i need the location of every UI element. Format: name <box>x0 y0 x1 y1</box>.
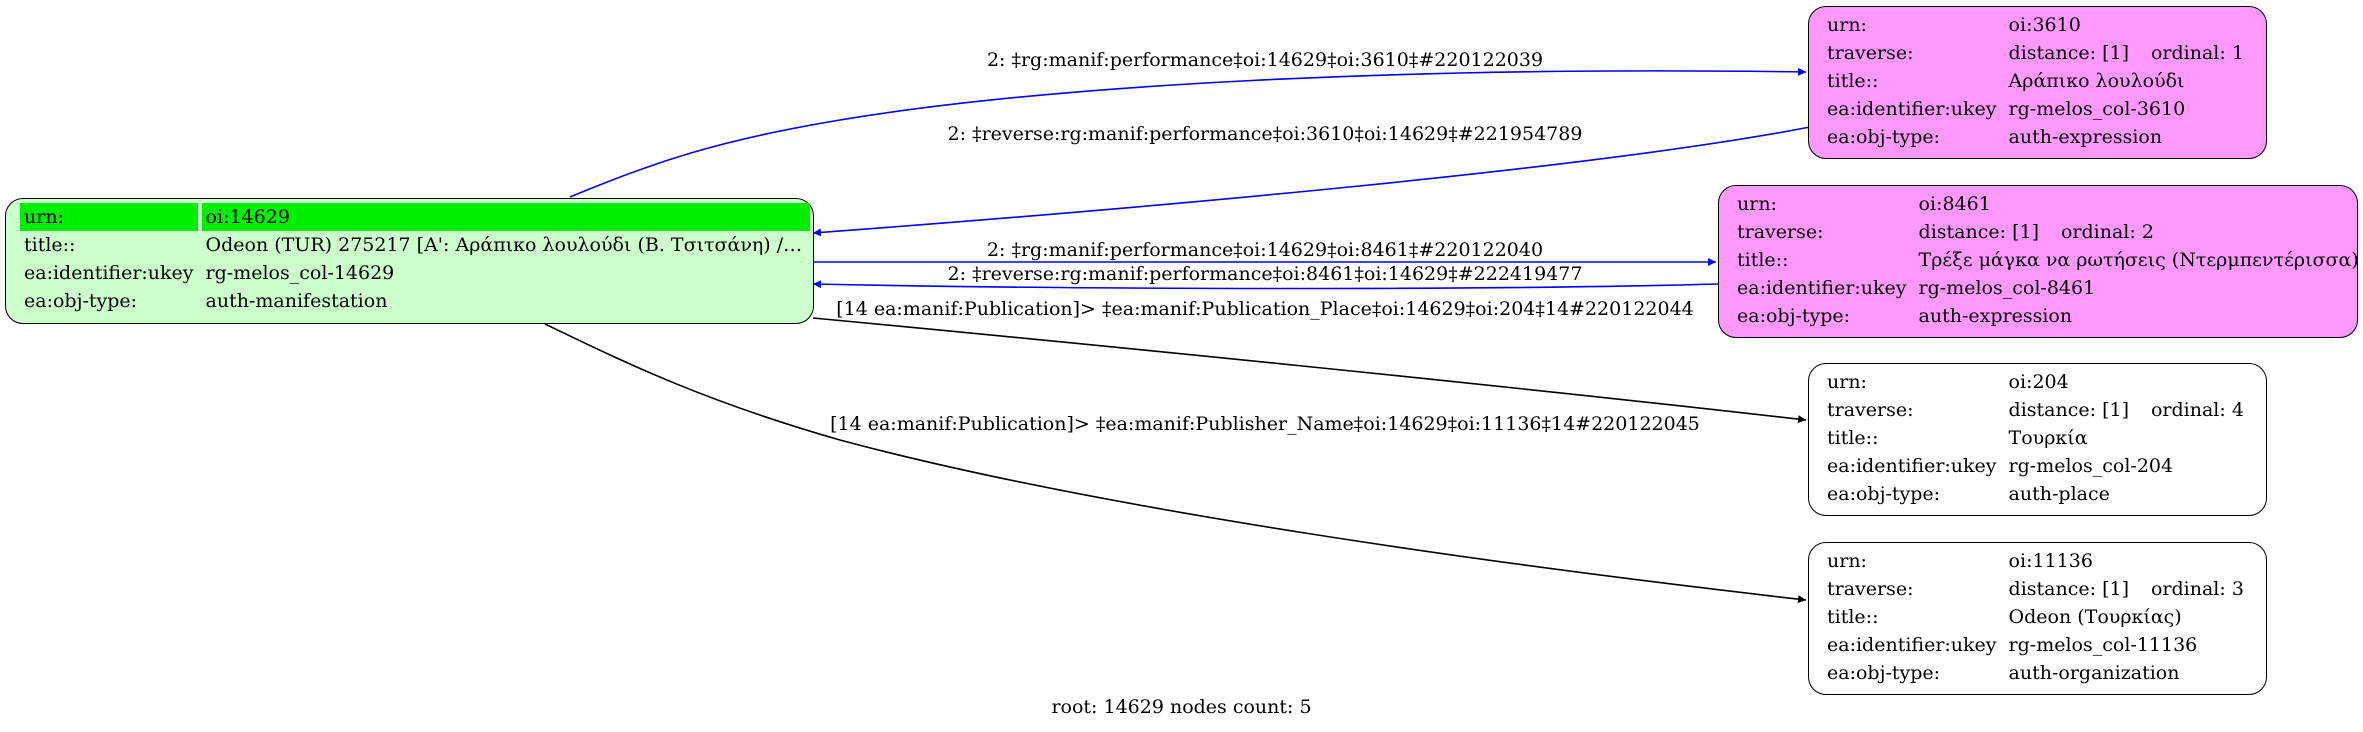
node-title-key: title:: <box>1737 249 1789 271</box>
node-title-key: title:: <box>1827 606 1879 628</box>
node-ukey-key: ea:identifier:ukey <box>1737 277 1907 299</box>
graph-footer: root: 14629 nodes count: 5 <box>1051 696 1312 718</box>
node-ordinal: ordinal: 2 <box>2060 221 2154 243</box>
node-ukey-value: rg-melos_col-11136 <box>2008 634 2198 656</box>
edge-line-reverse-8461 <box>812 280 1719 290</box>
node-ukey-value: rg-melos_col-8461 <box>1918 277 2096 299</box>
root-urn-value: oi:14629 <box>201 203 810 231</box>
node-traverse-key: traverse: <box>1737 221 1824 243</box>
node-urn-value: oi:11136 <box>2008 550 2093 572</box>
node-type-value: auth-expression <box>1918 305 2073 327</box>
root-type-key: ea:obj-type: <box>24 290 138 312</box>
node-oi-3610[interactable]: urn: oi:3610 traverse: distance: [1] ordina… <box>1808 6 2267 159</box>
node-urn-value: oi:204 <box>2008 371 2069 393</box>
node-type-key: ea:obj-type: <box>1827 126 1941 148</box>
root-title-key: title:: <box>24 234 76 256</box>
node-ukey-key: ea:identifier:ukey <box>1827 455 1997 477</box>
edge-line-performance-3610 <box>569 67 1807 198</box>
node-title-value: Τρέξε μάγκα να ρωτήσεις (Ντερμπεντέρισσα… <box>1918 249 2359 271</box>
edge-label-reverse-3610: 2: ‡reverse:rg:manif:performance‡oi:3610… <box>948 123 1583 145</box>
root-type-value: auth-manifestation <box>205 290 388 312</box>
edge-label-reverse-8461: 2: ‡reverse:rg:manif:performance‡oi:8461… <box>948 263 1583 285</box>
node-title-key: title:: <box>1827 70 1879 92</box>
edge-label-performance-3610: 2: ‡rg:manif:performance‡oi:14629‡oi:361… <box>987 49 1543 71</box>
node-ukey-value: rg-melos_col-3610 <box>2008 98 2186 120</box>
node-traverse-key: traverse: <box>1827 578 1914 600</box>
node-distance: distance: [1] <box>2008 578 2129 600</box>
root-ukey-key: ea:identifier:ukey <box>24 262 194 284</box>
node-distance: distance: [1] <box>2008 42 2129 64</box>
node-urn-key: urn: <box>1827 14 1867 36</box>
root-urn-row: urn: oi:14629 <box>20 203 810 231</box>
edge-line-reverse-3610 <box>812 126 1811 237</box>
node-oi-204[interactable]: urn: oi:204 traverse: distance: [1] ordinal… <box>1808 363 2267 516</box>
node-urn-key: urn: <box>1737 193 1777 215</box>
node-distance: distance: [1] <box>2008 399 2129 421</box>
node-title-value: Τουρκία <box>2008 427 2088 449</box>
node-urn-value: oi:3610 <box>2008 14 2081 36</box>
edge-label-performance-8461: 2: ‡rg:manif:performance‡oi:14629‡oi:846… <box>987 239 1543 261</box>
root-title-value: Odeon (TUR) 275217 [A': Αράπικο λουλούδι… <box>205 234 806 256</box>
node-type-value: auth-organization <box>2008 662 2180 684</box>
node-title-value: Odeon (Τουρκίας) <box>2008 606 2182 628</box>
node-ukey-key: ea:identifier:ukey <box>1827 634 1997 656</box>
node-type-value: auth-expression <box>2008 126 2163 148</box>
node-urn-key: urn: <box>1827 550 1867 572</box>
edge-label-publisher-name: [14 ea:manif:Publication]> ‡ea:manif:Pub… <box>830 413 1700 435</box>
root-urn-key: urn: <box>20 203 198 231</box>
node-urn-value: oi:8461 <box>1918 193 1991 215</box>
node-traverse-key: traverse: <box>1827 42 1914 64</box>
node-distance: distance: [1] <box>1918 221 2039 243</box>
node-title-key: title:: <box>1827 427 1879 449</box>
node-type-key: ea:obj-type: <box>1737 305 1851 327</box>
edge-line-publication-place <box>812 317 1807 424</box>
node-ordinal: ordinal: 3 <box>2150 578 2244 600</box>
node-title-value: Αράπικο λουλούδι <box>2008 70 2185 92</box>
edge-line-publisher-name <box>544 323 1807 604</box>
node-traverse-key: traverse: <box>1827 399 1914 421</box>
node-ukey-key: ea:identifier:ukey <box>1827 98 1997 120</box>
root-node[interactable]: urn: oi:14629 title:: Odeon (TUR) 275217… <box>5 198 814 324</box>
node-urn-key: urn: <box>1827 371 1867 393</box>
node-type-value: auth-place <box>2008 483 2110 505</box>
root-ukey-value: rg-melos_col-14629 <box>205 262 395 284</box>
edge-label-publication-place: [14 ea:manif:Publication]> ‡ea:manif:Pub… <box>836 298 1694 320</box>
node-oi-11136[interactable]: urn: oi:11136 traverse: distance: [1] ordin… <box>1808 542 2267 695</box>
node-ordinal: ordinal: 1 <box>2150 42 2244 64</box>
node-ukey-value: rg-melos_col-204 <box>2008 455 2174 477</box>
node-type-key: ea:obj-type: <box>1827 483 1941 505</box>
node-type-key: ea:obj-type: <box>1827 662 1941 684</box>
node-ordinal: ordinal: 4 <box>2150 399 2244 421</box>
node-oi-8461[interactable]: urn: oi:8461 traverse: distance: [1] ordina… <box>1718 185 2359 338</box>
